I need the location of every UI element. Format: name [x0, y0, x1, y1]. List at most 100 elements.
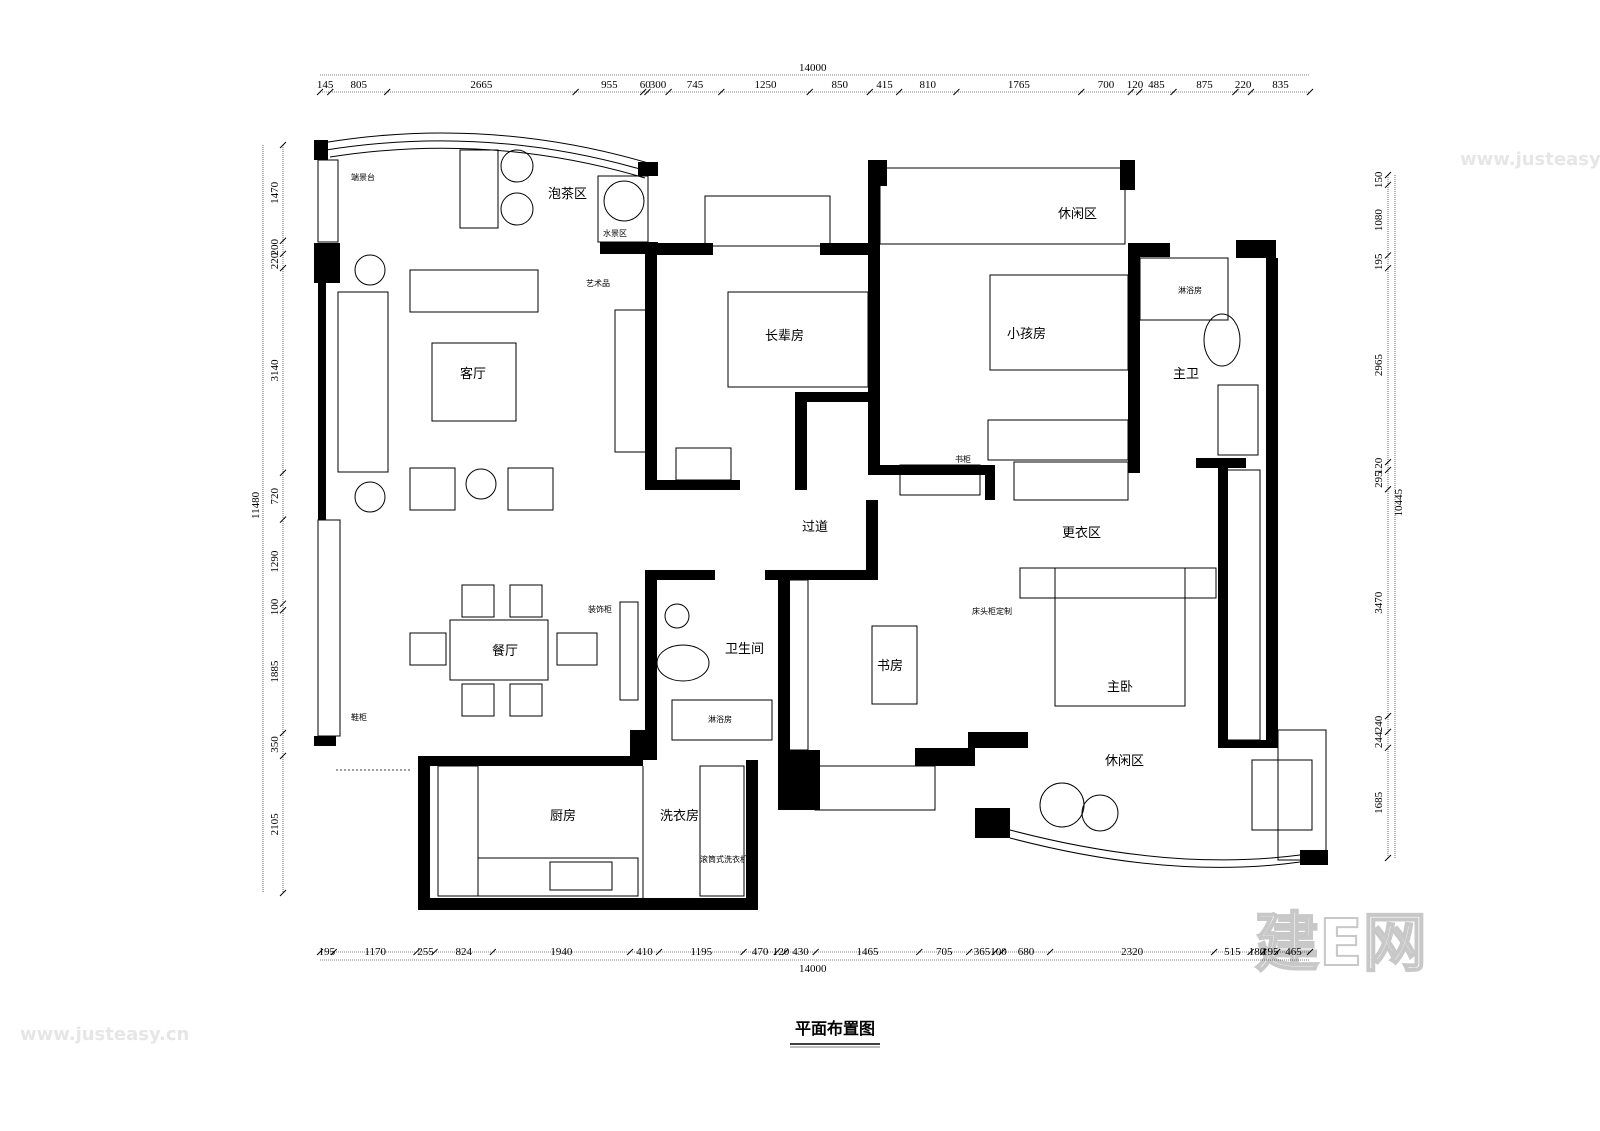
- bottom-dimension-tick: [413, 948, 420, 956]
- label-planter: 端景台: [351, 172, 375, 182]
- bottom-dimension-value: 120: [773, 946, 790, 958]
- right-dimension-value: 3470: [1373, 591, 1385, 614]
- top-dimension-tick: [717, 88, 725, 96]
- left-dimension-value: 2105: [269, 813, 281, 836]
- left-dimension-value: 220: [269, 252, 281, 269]
- left-dimension-value: 200: [269, 239, 281, 256]
- right-dimension-tick: [1384, 744, 1392, 752]
- room-labels: 客厅 泡茶区 水景区 端景台 艺术品 长辈房 小孩房 休闲区 主卫 淋浴房 书柜…: [351, 172, 1202, 864]
- top-dimension-tick: [1170, 88, 1177, 96]
- label-study: 书房: [877, 658, 903, 674]
- furniture: [337, 149, 1313, 832]
- top-dimension-tick: [1135, 88, 1143, 96]
- bottom-dimension-tick: [1273, 948, 1281, 956]
- bottom-dimension-value: 195: [319, 946, 336, 958]
- desk: [871, 625, 918, 705]
- left-dimension-value: 100: [269, 598, 281, 615]
- bottom-dimension-value: 824: [455, 946, 472, 958]
- right-dimension-value: 195: [1373, 253, 1385, 270]
- top-dimension-value: 120: [1127, 79, 1144, 91]
- bottom-dimension-tick: [1259, 948, 1267, 956]
- label-dining: 餐厅: [492, 643, 518, 659]
- label-shower: 淋浴房: [708, 714, 732, 724]
- right-dimension-tick: [1384, 485, 1392, 493]
- right-dimension-value: 120: [1373, 457, 1385, 474]
- top-dimension-tick: [806, 88, 814, 96]
- label-art: 艺术品: [586, 278, 610, 288]
- plant-icon: [603, 180, 645, 222]
- label-dressing: 更衣区: [1062, 525, 1101, 541]
- bottom-dimension-value: 195: [1262, 946, 1279, 958]
- bottom-dimension-tick: [316, 948, 324, 956]
- top-dimension-tick: [316, 88, 324, 96]
- top-dimension-value: 60: [640, 79, 652, 91]
- bottom-dimension-tick: [626, 948, 634, 956]
- top-dimension-value: 810: [920, 79, 937, 91]
- label-decor-cabinet: 装饰柜: [588, 604, 612, 614]
- bottom-dimension-tick: [1210, 948, 1218, 956]
- dining-table: [449, 619, 549, 681]
- right-total-label: 10445: [1393, 489, 1405, 517]
- top-dimension-tick: [639, 88, 647, 96]
- bottom-dimension-value: 705: [936, 946, 953, 958]
- left-dimension-tick: [279, 606, 287, 614]
- top-dimension-value: 835: [1272, 79, 1289, 91]
- left-dimension-tick: [279, 250, 287, 258]
- label-living: 客厅: [460, 366, 486, 382]
- left-dimension-tick: [279, 264, 287, 272]
- label-kids-room: 小孩房: [1007, 326, 1046, 342]
- bottom-dimension-tick: [965, 948, 973, 956]
- top-total-label: 14000: [799, 62, 827, 74]
- bottom-dimension-value: 515: [1224, 946, 1241, 958]
- top-dimension-tick: [1077, 88, 1085, 96]
- sofa-back: [409, 269, 539, 313]
- bottom-dimension-tick: [489, 948, 497, 956]
- top-dimension-value: 2665: [470, 79, 493, 91]
- top-dimension-tick: [1306, 88, 1314, 96]
- right-dimension-tick: [1384, 854, 1392, 862]
- bottom-dimension-value: 1465: [856, 946, 879, 958]
- walls: [314, 132, 1328, 910]
- left-dimension-value: 720: [269, 487, 281, 504]
- bottom-dimension-tick: [773, 948, 781, 956]
- label-master-bath: 主卫: [1173, 367, 1199, 382]
- right-dimension-value: 1080: [1373, 209, 1385, 232]
- left-dimension-tick: [279, 141, 287, 149]
- top-dimension-tick: [383, 88, 391, 96]
- bottom-dimension-tick: [1247, 948, 1254, 956]
- label-master-bedroom: 主卧: [1107, 680, 1133, 695]
- watermark-url: www.justeasy.cn: [1460, 149, 1600, 170]
- bottom-dimension-tick: [431, 948, 438, 956]
- top-dimension-tick: [644, 88, 651, 96]
- top-dimension-tick: [895, 88, 903, 96]
- watermark-url: www.justeasy.cn: [20, 1024, 189, 1045]
- bottom-dimension-value: 1195: [690, 946, 712, 958]
- label-shoe-cabinet: 鞋柜: [351, 712, 367, 722]
- top-dimension-value: 850: [832, 79, 849, 91]
- top-dimension-tick: [326, 88, 334, 96]
- top-dimension-value: 875: [1196, 79, 1213, 91]
- bottom-dimension-tick: [740, 948, 747, 956]
- label-elder-room: 长辈房: [765, 328, 804, 344]
- right-dimension-tick: [1384, 712, 1392, 720]
- bottom-dimension-value: 180: [1249, 946, 1266, 958]
- top-dimension-value: 1250: [755, 79, 778, 91]
- drawing-title: 平面布置图: [795, 1019, 875, 1038]
- bottom-dimension-tick: [998, 948, 1006, 956]
- bottom-dimension-tick: [781, 948, 789, 956]
- bed: [727, 291, 869, 388]
- label-bathroom: 卫生间: [725, 642, 764, 657]
- lamp-icon: [354, 254, 386, 286]
- bottom-dimension-value: 470: [752, 946, 769, 958]
- bottom-dimension-tick: [991, 948, 999, 956]
- top-dimension-value: 805: [350, 79, 367, 91]
- left-dimension-value: 1885: [269, 660, 281, 683]
- top-dimension-value: 145: [317, 79, 334, 91]
- top-dimension-tick: [1127, 88, 1135, 96]
- label-master-shower: 淋浴房: [1178, 285, 1202, 295]
- top-dimension-value: 485: [1148, 79, 1165, 91]
- top-dimension-value: 300: [650, 79, 667, 91]
- top-dimension-tick: [1247, 88, 1255, 96]
